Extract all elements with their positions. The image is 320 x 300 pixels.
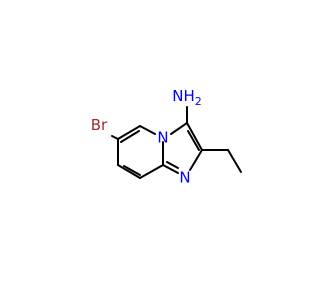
bond-c8-c8a [139, 164, 164, 179]
bond-n1-c8a [162, 164, 179, 174]
bond-c2-n1 [189, 149, 203, 171]
structure-diagram: Br NH2 N N [90, 87, 242, 187]
bond-n4-c3 [170, 122, 188, 135]
bond-c3-c2 [186, 122, 203, 151]
bridge-nitrogen-label: N [157, 129, 168, 147]
bond-c3-c2-inner [187, 130, 200, 151]
bond-c5-c6 [117, 125, 141, 140]
bond-c7-c8 [117, 164, 141, 179]
bond-n4-c5 [139, 125, 156, 135]
bond-c5-c6-inner [120, 130, 140, 143]
bond-c7-c8-inner [123, 165, 141, 176]
bond-n1-c8a-inner [166, 161, 179, 169]
bromine-label: Br [91, 116, 108, 134]
amine-subscript: 2 [195, 95, 202, 108]
bond-ch2-ch3 [227, 149, 242, 173]
bond-c6-br [111, 135, 119, 140]
amine-label: NH2 [172, 87, 202, 108]
bond-lines [111, 106, 242, 179]
amine-nh-text: NH [172, 87, 195, 105]
ring-nitrogen-label: N [179, 169, 190, 187]
molecule-drawing: Br NH2 N N [91, 87, 242, 187]
